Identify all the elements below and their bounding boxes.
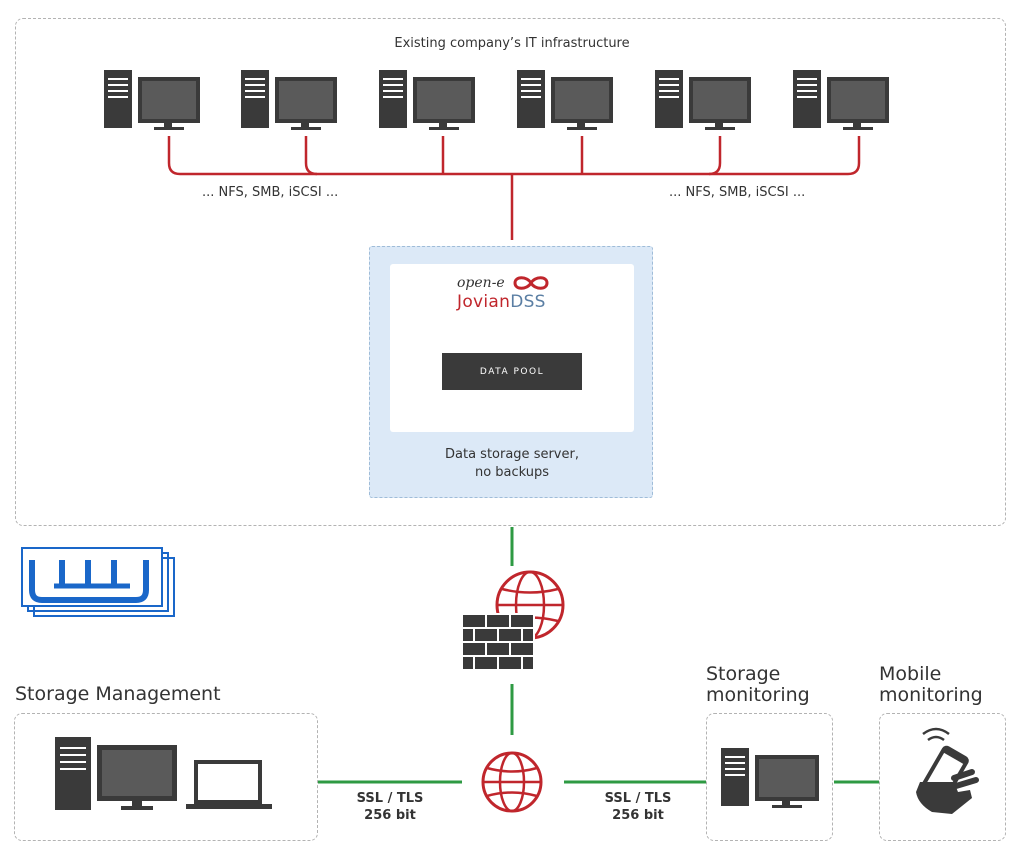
ssl-right-line2: 256 bit [612,808,664,823]
brand-dss: DSS [510,292,546,312]
desktop-computer-icon [655,70,751,130]
brand-logo: open-e JovianDSS [457,274,577,312]
brand-jovian: Jovian [457,292,511,312]
storage-monitoring-title-line1: Storage [706,663,781,685]
ssl-right-line1: SSL / TLS [604,791,672,806]
desktop-computer-icon [721,748,819,808]
desktop-computer-icon [517,70,613,130]
infrastructure-title: Existing company’s IT infrastructure [394,36,630,51]
brand-open-e: open-e [457,275,505,291]
green-secure-lines [318,527,879,784]
protocols-left-label: ... NFS, SMB, iSCSI ... [202,185,339,200]
smartphone-icon [916,727,979,814]
laptop-icon [186,760,272,809]
firewall-icon [461,570,565,671]
desktop-computer-icon [104,70,200,130]
infrastructure-container [15,18,1006,526]
infinity-icon [513,276,549,290]
protocols-right-label: ... NFS, SMB, iSCSI ... [669,185,806,200]
data-storage-server-panel: open-e JovianDSS DATA POOL Data storage … [369,246,653,498]
storage-monitoring-title-line2: monitoring [706,684,810,706]
mobile-monitoring-title-line2: monitoring [879,684,983,706]
desktop-computer-icon [379,70,475,130]
globe-icon [481,751,543,813]
desktop-computer-icon [793,70,889,130]
mobile-monitoring-container [879,713,1006,841]
storage-management-container [14,713,318,841]
mobile-monitoring-title-line1: Mobile [879,663,942,685]
desktop-computer-icon [55,737,177,810]
storage-monitoring-container [706,713,833,841]
data-pool-block: DATA POOL [442,353,582,390]
server-caption-line2: no backups [474,465,550,480]
ssl-left-line2: 256 bit [364,808,416,823]
jovian-dss-box: open-e JovianDSS DATA POOL [390,264,634,432]
logo-watermark [21,547,175,617]
storage-management-title: Storage Management [15,683,221,705]
ssl-left-line1: SSL / TLS [356,791,424,806]
server-caption-line1: Data storage server, [445,447,579,462]
desktop-computer-icon [241,70,337,130]
red-network-lines [167,136,861,240]
